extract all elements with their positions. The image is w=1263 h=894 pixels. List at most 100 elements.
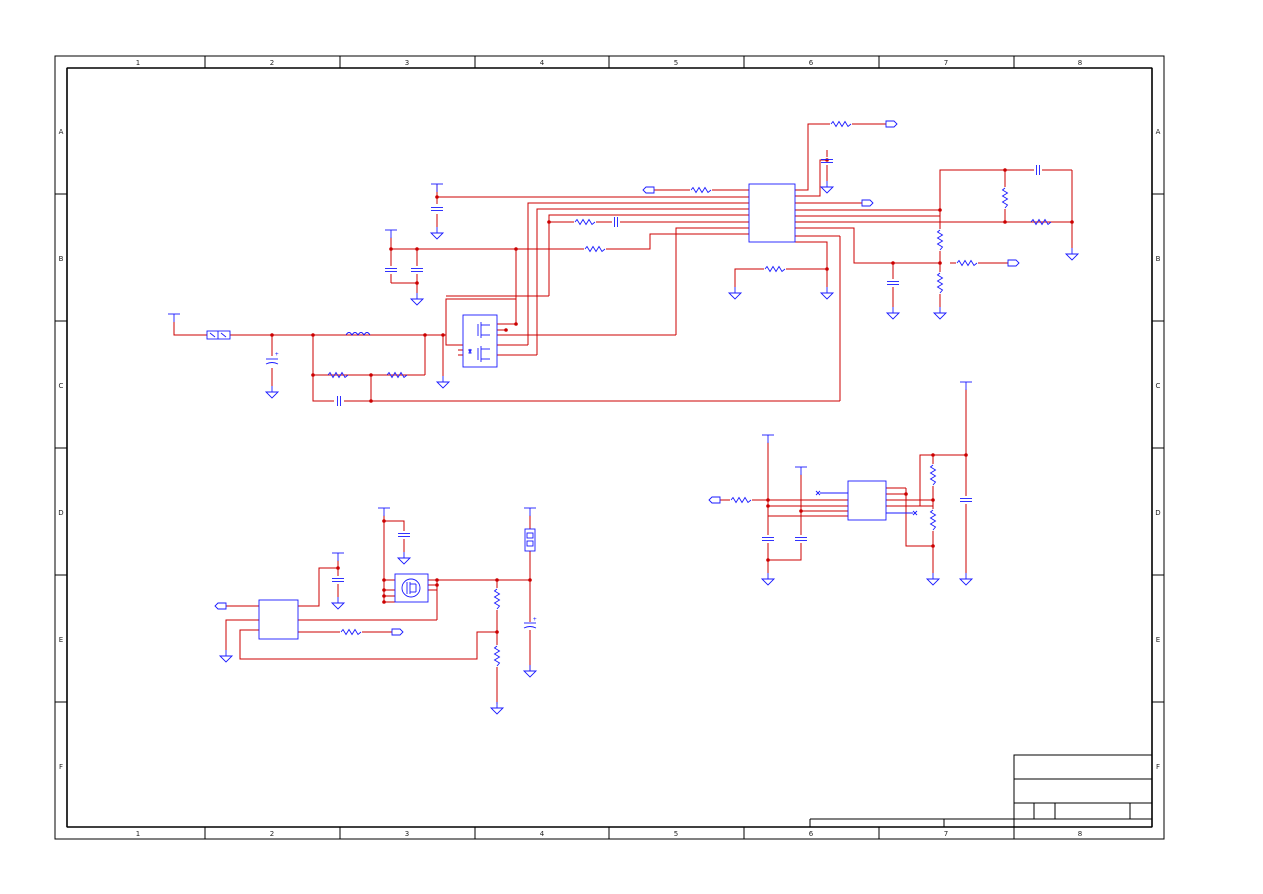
ground-triangle-symbol	[265, 385, 279, 399]
col-label-bottom-8: 8	[1078, 830, 1082, 838]
bottom-right-circuit-wires	[720, 389, 967, 573]
resistor-zigzag-symbol	[1002, 187, 1008, 209]
svg-text:+: +	[533, 616, 537, 623]
ground-triangle-symbol	[490, 701, 504, 715]
zone-labels: 1 2 3 4 5 6 7 8 1 2 3 4 5 6 7 8 A B C D …	[58, 59, 1160, 838]
capacitor-symbol	[886, 281, 900, 285]
col-label-top-1: 1	[136, 59, 140, 67]
offpage-connector-symbol	[391, 628, 404, 636]
bottom-left-circuit-wires	[225, 515, 531, 704]
fuse-symbol	[206, 330, 231, 340]
resistor-zigzag-symbol	[830, 121, 852, 127]
ground-triangle-symbol	[926, 572, 940, 586]
row-label-left-d: D	[58, 509, 63, 517]
capacitor-symbol	[430, 207, 444, 211]
connector-symbol	[524, 528, 536, 552]
resistor-zigzag-symbol	[584, 246, 606, 252]
resistor-zigzag-symbol	[956, 260, 978, 266]
top-circuit-junctions	[270, 158, 1074, 403]
resistor-zigzag-symbol	[937, 272, 943, 294]
offpage-connector-symbol	[642, 186, 655, 194]
power-rail-symbol	[794, 466, 808, 476]
capacitor-symbol	[959, 498, 973, 502]
ground-triangle-symbol	[523, 664, 537, 678]
col-label-top-3: 3	[405, 59, 409, 67]
col-label-bottom-2: 2	[270, 830, 274, 838]
top-circuit-wires	[173, 123, 1073, 402]
capacitor-symbol	[331, 578, 345, 582]
row-label-left-a: A	[59, 128, 64, 136]
capacitor-symbol	[384, 268, 398, 272]
resistor-zigzag-symbol	[730, 497, 752, 503]
col-label-bottom-3: 3	[405, 830, 409, 838]
row-label-left-c: C	[59, 382, 64, 390]
electrolytic-capacitor-symbol: +	[265, 351, 279, 365]
mosfet-package-symbol	[394, 573, 429, 603]
col-label-bottom-6: 6	[809, 830, 814, 838]
resistor-zigzag-symbol	[574, 219, 596, 225]
top-circuit-components: +	[167, 120, 1079, 407]
ic-block-symbol	[748, 183, 796, 243]
capacitor-symbol	[337, 395, 341, 407]
power-rail-symbol	[761, 434, 775, 444]
power-rail-symbol	[377, 507, 391, 517]
resistor-zigzag-symbol	[340, 629, 362, 635]
power-rail-symbol	[167, 313, 181, 323]
col-label-bottom-4: 4	[540, 830, 545, 838]
bottom-right-circuit-components	[708, 381, 973, 586]
row-label-right-c: C	[1156, 382, 1161, 390]
no-connect-symbol	[815, 490, 918, 516]
ground-triangle-symbol	[219, 649, 233, 663]
col-label-top-2: 2	[270, 59, 274, 67]
drawing-frame	[54, 55, 1165, 840]
power-rail-symbol	[523, 507, 537, 517]
bottom-right-circuit-junctions	[766, 453, 968, 562]
row-label-right-e: E	[1156, 636, 1160, 644]
capacitor-symbol	[794, 537, 808, 541]
power-rail-symbol	[959, 381, 973, 391]
column-dividers	[204, 56, 1015, 839]
bottom-left-circuit-components: +	[214, 507, 537, 715]
ground-triangle-symbol	[933, 306, 947, 320]
resistor-zigzag-symbol	[937, 229, 943, 251]
resistor-zigzag-symbol	[494, 645, 500, 667]
col-label-bottom-7: 7	[944, 830, 948, 838]
ground-triangle-symbol	[820, 286, 834, 300]
col-label-top-5: 5	[674, 59, 678, 67]
row-label-left-e: E	[59, 636, 63, 644]
resistor-zigzag-symbol	[494, 588, 500, 610]
power-rail-symbol	[384, 229, 398, 239]
resistor-zigzag-symbol	[930, 509, 936, 531]
row-label-right-a: A	[1156, 128, 1161, 136]
bottom-left-circuit-junctions	[336, 519, 532, 634]
ground-triangle-symbol	[728, 286, 742, 300]
ground-triangle-symbol	[397, 551, 411, 565]
electrolytic-capacitor-symbol: +	[523, 616, 537, 629]
resistor-zigzag-symbol	[930, 464, 936, 486]
col-label-top-8: 8	[1078, 59, 1082, 67]
col-label-top-6: 6	[809, 59, 814, 67]
power-rail-symbol	[430, 183, 444, 193]
capacitor-symbol	[761, 537, 775, 541]
row-label-right-f: F	[1156, 763, 1160, 771]
ground-triangle-symbol	[1065, 247, 1079, 261]
col-label-top-4: 4	[540, 59, 545, 67]
ground-triangle-symbol	[959, 572, 973, 586]
power-rail-symbol	[331, 552, 345, 562]
ic-block-symbol	[258, 599, 299, 640]
resistor-zigzag-symbol	[690, 187, 712, 193]
svg-text:+: +	[275, 351, 279, 358]
capacitor-symbol	[397, 533, 411, 537]
ground-triangle-symbol	[436, 375, 450, 389]
row-label-right-d: D	[1155, 509, 1160, 517]
offpage-connector-symbol	[885, 120, 898, 128]
ground-triangle-symbol	[410, 292, 424, 306]
capacitor-symbol	[614, 216, 618, 228]
resistor-zigzag-symbol	[764, 266, 786, 272]
offpage-connector-symbol	[861, 199, 874, 207]
ground-triangle-symbol	[331, 596, 345, 610]
ground-triangle-symbol	[886, 306, 900, 320]
offpage-connector-symbol	[708, 496, 721, 504]
row-label-right-b: B	[1156, 255, 1161, 263]
